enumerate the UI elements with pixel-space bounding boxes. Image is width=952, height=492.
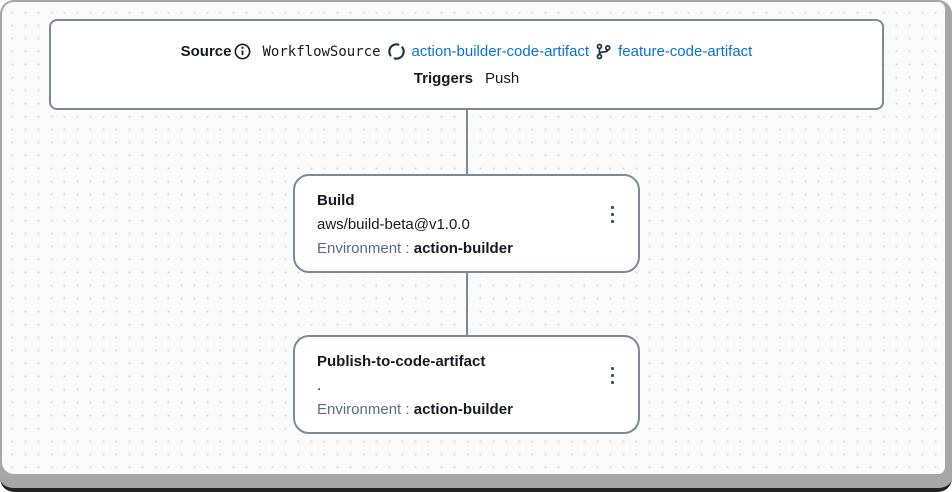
vertical-ellipsis-icon (610, 366, 614, 370)
node-action-identifier: . (317, 377, 322, 394)
node-environment-row: Environment : action-builder (317, 237, 616, 261)
node-title: Build (317, 192, 355, 209)
vertical-ellipsis-icon (610, 205, 614, 209)
source-label: Source (180, 43, 232, 60)
triggers-value: Push (484, 70, 520, 87)
environment-separator: : (405, 401, 410, 418)
source-box: Source WorkflowSource act (49, 19, 884, 110)
node-action-identifier: aws/build-beta@v1.0.0 (317, 216, 470, 233)
git-branch-icon (595, 43, 612, 60)
action-node-publish[interactable]: Publish-to-code-artifact . Environment :… (293, 335, 640, 434)
source-row: Source WorkflowSource act (181, 42, 753, 61)
connector-build-to-publish (466, 272, 468, 335)
info-icon[interactable] (234, 43, 251, 60)
connector-source-to-build (466, 110, 468, 175)
node-title: Publish-to-code-artifact (317, 353, 486, 370)
environment-value: action-builder (413, 240, 513, 257)
triggers-row: Triggers Push (414, 70, 519, 87)
node-environment-row: Environment : action-builder (317, 398, 616, 422)
action-node-build[interactable]: Build aws/build-beta@v1.0.0 Environment … (293, 174, 640, 273)
environment-label: Environment (317, 401, 402, 418)
repository-link[interactable]: action-builder-code-artifact (411, 43, 590, 60)
triggers-label: Triggers (413, 70, 473, 87)
workflow-canvas[interactable]: Source WorkflowSource act (2, 2, 945, 474)
repository-icon (387, 42, 406, 61)
environment-separator: : (405, 240, 410, 257)
workflow-source-name: WorkflowSource (262, 43, 381, 60)
node-menu-button[interactable] (600, 200, 624, 228)
branch-link[interactable]: feature-code-artifact (618, 43, 753, 60)
environment-value: action-builder (413, 401, 513, 418)
environment-label: Environment (317, 240, 402, 257)
node-menu-button[interactable] (600, 361, 624, 389)
